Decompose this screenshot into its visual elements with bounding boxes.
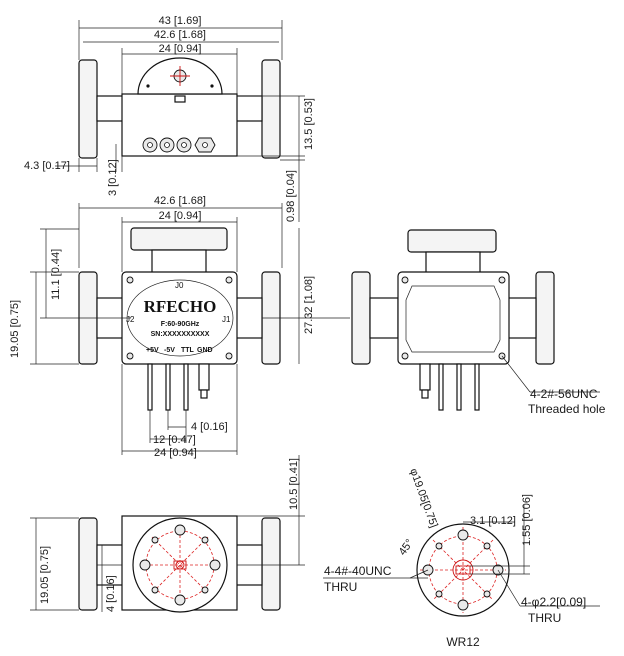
- bottom-view: 10.5 [0.41] 19.05 [0.75] 4 [0.16]: [30, 455, 305, 613]
- pin-gnd: GND: [197, 347, 213, 354]
- unc-note-1: 4-4#-40UNC: [324, 564, 392, 578]
- pin-ttl: TTL: [181, 347, 195, 354]
- dim-top-426: 42.6 [1.68]: [154, 29, 206, 41]
- freq-label: F:60-90GHz: [161, 321, 200, 328]
- threaded-note-2: Threaded hole: [528, 402, 606, 416]
- back-body: [397, 271, 510, 365]
- dim-top-24: 24 [0.94]: [159, 43, 202, 55]
- dim-wr-31: 3.1 [0.12]: [470, 515, 516, 527]
- dim-front-426: 42.6 [1.68]: [154, 195, 206, 207]
- pin-p5v: +5V: [146, 347, 159, 354]
- connector-row: [142, 137, 216, 153]
- port-j0: J0: [175, 281, 184, 290]
- back-screw-icon: [401, 276, 409, 284]
- top-view: 43 [1.69] 42.6 [1.68] 24 [0.94]: [24, 15, 315, 222]
- pin-m5v: -5V: [164, 347, 175, 354]
- dim-top-3: 3 [0.12]: [107, 159, 119, 196]
- dim-wr-1905: φ19.05[0.75]: [407, 467, 440, 530]
- dim-top-43: 43 [1.69]: [159, 15, 202, 27]
- dim-front-pin-12: 12 [0.47]: [153, 434, 196, 446]
- front-view: 42.6 [1.68] 24 [0.94] J0 J2 J1 RFECHO F:…: [9, 195, 350, 459]
- dim-bottom-1905: 19.05 [0.75]: [39, 546, 51, 604]
- dim-wr-angle: 45°: [397, 537, 416, 558]
- waveguide-label: WR12: [446, 635, 480, 649]
- port-j2: J2: [126, 315, 135, 324]
- dim-top-43-left: 4.3 [0.17]: [24, 160, 70, 172]
- dim-front-bottom-24: 24 [0.94]: [154, 447, 197, 459]
- dim-bottom-105: 10.5 [0.41]: [288, 458, 300, 510]
- dim-front-111: 11.1 [0.44]: [50, 249, 62, 300]
- serial-label: SN:XXXXXXXXXX: [151, 331, 210, 338]
- dim-wr-155: 1.55 [0.06]: [521, 494, 533, 546]
- dim-front-24: 24 [0.94]: [159, 210, 202, 222]
- dim-top-135: 13.5 [0.53]: [303, 98, 315, 150]
- back-view: 4-2#-56UNC Threaded hole: [351, 229, 606, 416]
- brand-logo: RFECHO: [144, 297, 217, 316]
- dim-top-098: 0.98 [0.04]: [285, 170, 297, 222]
- unc-note-2: THRU: [324, 580, 357, 594]
- right-flange: [261, 59, 281, 159]
- left-flange: [78, 59, 98, 159]
- dim-front-pin-4: 4 [0.16]: [191, 421, 228, 433]
- port-j1: J1: [222, 315, 231, 324]
- dim-front-2732: 27.32 [1.08]: [303, 276, 315, 334]
- dim-bottom-4: 4 [0.16]: [105, 575, 117, 612]
- threaded-note-1: 4-2#-56UNC: [530, 387, 598, 401]
- wr12-flange-view: φ19.05[0.75] 45° 3.1 [0.12] 1.55 [0.06] …: [323, 467, 600, 649]
- hole-note-1: 4-φ2.2[0.09]: [521, 595, 586, 609]
- dim-front-1905: 19.05 [0.75]: [9, 300, 21, 358]
- hole-note-2: THRU: [528, 611, 561, 625]
